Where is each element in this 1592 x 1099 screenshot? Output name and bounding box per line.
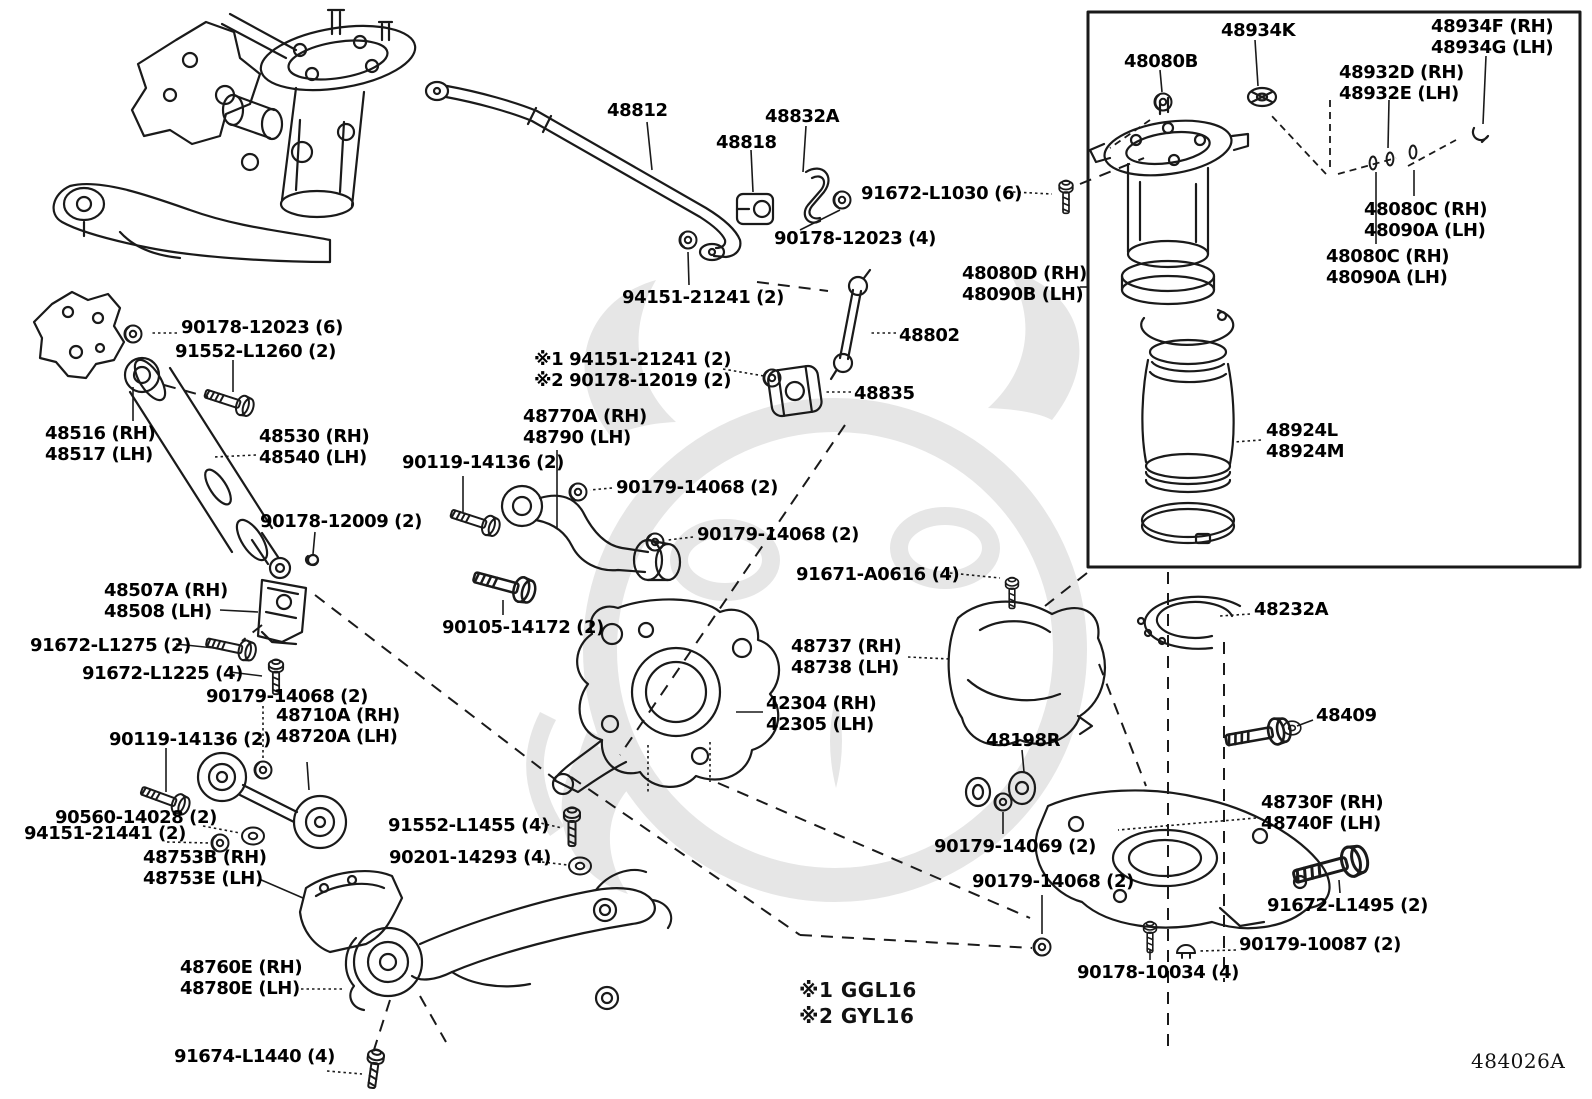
part-label-91552-L1260: 91552-L1260 (2) bbox=[175, 341, 336, 362]
part-label-48080C-48090A-2: 48080C (RH) 48090A (LH) bbox=[1326, 246, 1450, 288]
part-label-48409: 48409 bbox=[1316, 705, 1377, 726]
watermark bbox=[526, 270, 1087, 902]
figure-code: 484026A bbox=[1471, 1049, 1566, 1073]
part-label-42304-42305: 42304 (RH) 42305 (LH) bbox=[766, 693, 877, 735]
part-label-48835: 48835 bbox=[854, 383, 915, 404]
part-label-48232A: 48232A bbox=[1254, 599, 1329, 620]
link-bushing-art bbox=[767, 364, 823, 418]
shock-absorber-art bbox=[123, 356, 292, 580]
part-label-91672-L1275: 91672-L1275 (2) bbox=[30, 635, 191, 656]
part-label-90105-14172: 90105-14172 (2) bbox=[442, 617, 604, 638]
part-label-90179-14068-a: 90179-14068 (2) bbox=[616, 477, 778, 498]
part-label-90119-14136-b: 90119-14136 (2) bbox=[109, 729, 271, 750]
part-label-91672-L1225: 91672-L1225 (4) bbox=[82, 663, 243, 684]
part-label-90178-12023-6: 90178-12023 (6) bbox=[181, 317, 343, 338]
part-label-48818: 48818 bbox=[716, 132, 777, 153]
part-label-90178-12009: 90178-12009 (2) bbox=[260, 511, 422, 532]
fastener-icons bbox=[123, 86, 1418, 1091]
shock-upper-bracket-art bbox=[32, 290, 126, 380]
splash-shield-art bbox=[947, 600, 1106, 747]
part-label-91672-L1495: 91672-L1495 (2) bbox=[1267, 895, 1428, 916]
part-label-48832A: 48832A bbox=[765, 106, 840, 127]
part-label-48530-48540: 48530 (RH) 48540 (LH) bbox=[259, 426, 370, 468]
part-label-48516-48517: 48516 (RH) 48517 (LH) bbox=[45, 423, 156, 465]
part-label-48802: 48802 bbox=[899, 325, 960, 346]
footnote-ggl16: ※1 GGL16 bbox=[799, 978, 917, 1002]
part-label-90178-12023-4: 90178-12023 (4) bbox=[774, 228, 936, 249]
construction-dashes bbox=[163, 100, 1457, 1057]
part-label-48080B: 48080B bbox=[1124, 51, 1198, 72]
part-label-48934K: 48934K bbox=[1221, 20, 1296, 41]
lateral-rod-art bbox=[196, 751, 348, 850]
part-label-90201-14293: 90201-14293 (4) bbox=[389, 847, 551, 868]
part-label-48924L-48924M: 48924L 48924M bbox=[1266, 420, 1345, 462]
part-label-48753B-48753E: 48753B (RH) 48753E (LH) bbox=[143, 847, 267, 889]
part-label-90560-14028: 90560-14028 (2) bbox=[55, 807, 217, 828]
arm-cover-art bbox=[298, 870, 404, 954]
part-label-94151-21441: 94151-21441 (2) bbox=[24, 823, 186, 844]
part-label-91674-L1440: 91674-L1440 (4) bbox=[174, 1046, 335, 1067]
part-label-48507A-48508: 48507A (RH) 48508 (LH) bbox=[104, 580, 228, 622]
stabilizer-bracket-art bbox=[803, 167, 830, 224]
footnote-gyl16: ※2 GYL16 bbox=[799, 1004, 915, 1028]
part-label-90179-14068-b: 90179-14068 (2) bbox=[697, 524, 859, 545]
part-label-48760E-48780E: 48760E (RH) 48780E (LH) bbox=[180, 957, 303, 999]
line-art bbox=[32, 8, 1582, 1091]
small-bushing-art bbox=[964, 770, 1037, 808]
spring-seat-art bbox=[1136, 595, 1242, 650]
part-label-48710A-48720A: 48710A (RH) 48720A (LH) bbox=[276, 705, 400, 747]
part-label-48934F-48934G: 48934F (RH) 48934G (LH) bbox=[1431, 16, 1554, 58]
part-label-48812: 48812 bbox=[607, 100, 668, 121]
knuckle-art bbox=[551, 598, 780, 796]
part-label-91672-L1030: 91672-L1030 (6) bbox=[861, 183, 1022, 204]
part-label-48770A-48790: 48770A (RH) 48790 (LH) bbox=[523, 406, 647, 448]
part-label-90119-14136-a: 90119-14136 (2) bbox=[402, 452, 564, 473]
part-label-91552-L1455: 91552-L1455 (4) bbox=[388, 815, 549, 836]
part-label-48737-48738: 48737 (RH) 48738 (LH) bbox=[791, 636, 902, 678]
part-label-48080C-48090A-1: 48080C (RH) 48090A (LH) bbox=[1364, 199, 1488, 241]
part-label-91671-A0616: 91671-A0616 (4) bbox=[796, 564, 960, 585]
part-label-48730F-48740F: 48730F (RH) 48740F (LH) bbox=[1261, 792, 1384, 834]
part-label-48198R: 48198R bbox=[986, 730, 1061, 751]
part-label-90179-14068-c: 90179-14068 (2) bbox=[206, 686, 368, 707]
leader-lines bbox=[132, 39, 1487, 1075]
stabilizer-bushing-art bbox=[735, 192, 775, 226]
part-label-ref-notes: ※1 94151-21241 (2) ※2 90178-12019 (2) bbox=[534, 349, 732, 391]
part-label-90178-10034: 90178-10034 (4) bbox=[1077, 962, 1239, 983]
part-label-90179-14069: 90179-14069 (2) bbox=[934, 836, 1096, 857]
part-label-48932D-48932E: 48932D (RH) 48932E (LH) bbox=[1339, 62, 1464, 104]
part-label-48080D-48090B: 48080D (RH) 48090B (LH) bbox=[962, 263, 1087, 305]
trailing-arm-art bbox=[344, 868, 673, 1012]
lower-arm-art bbox=[1034, 789, 1331, 930]
part-label-90179-14068-d: 90179-14068 (2) bbox=[972, 871, 1134, 892]
stabilizer-bar-art bbox=[424, 80, 742, 262]
shock-kit-box-art bbox=[1086, 10, 1582, 569]
shock-lower-bracket-art bbox=[256, 578, 308, 646]
stabilizer-link-art bbox=[829, 268, 872, 381]
part-label-90179-10087: 90179-10087 (2) bbox=[1239, 934, 1401, 955]
assembled-suspension-art bbox=[52, 8, 417, 264]
part-label-94151-21241: 94151-21241 (2) bbox=[622, 287, 784, 308]
